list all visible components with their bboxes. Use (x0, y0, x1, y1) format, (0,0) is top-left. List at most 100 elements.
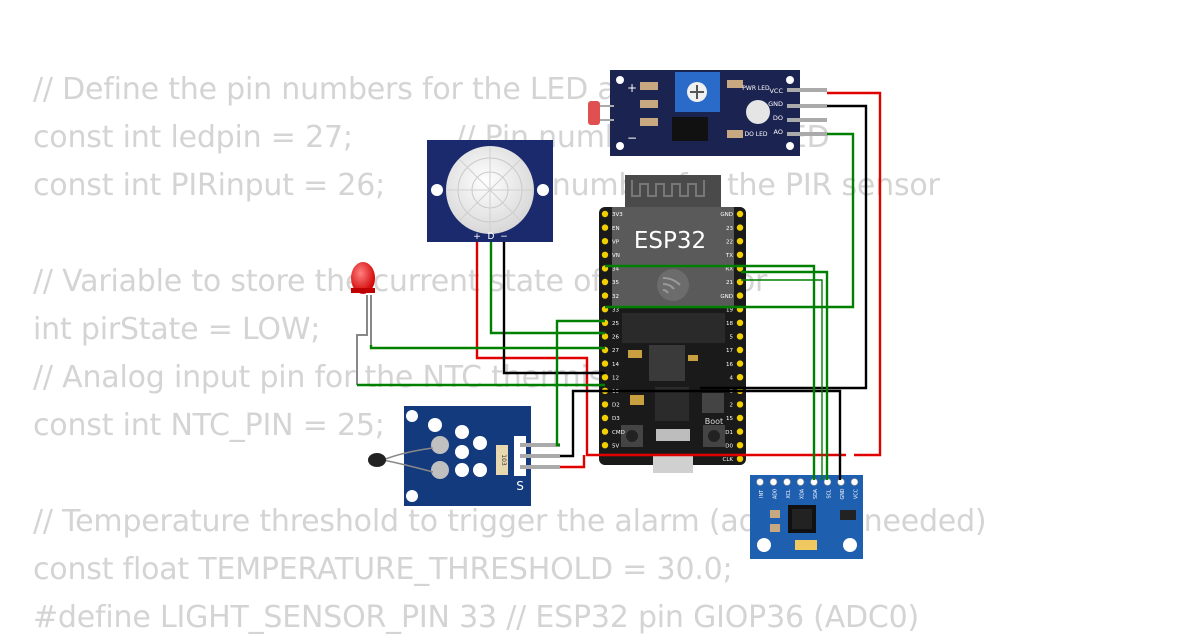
mpu6050-pin-pad[interactable] (796, 478, 805, 486)
esp32-pin-pad[interactable] (736, 251, 744, 258)
mpu6050-pin-pad[interactable] (756, 478, 764, 486)
esp32-board[interactable]: ESP32 Boot (599, 175, 746, 473)
esp32-pin-pad[interactable] (601, 238, 609, 245)
esp32-pin-label: D0 (725, 443, 733, 449)
esp32-pin-label: D1 (725, 430, 733, 436)
wire-ldr-vcc (827, 91, 882, 457)
esp32-pin-pad[interactable] (601, 360, 609, 367)
esp32-pin-label: CMD (612, 430, 625, 436)
ldr-pin-label: DO (773, 114, 783, 122)
wire-mpu-scl (741, 270, 829, 480)
mpu6050-pin-label: XCL (786, 489, 792, 498)
esp32-pin-label: 23 (726, 226, 733, 232)
esp32-pin-label: 33 (612, 307, 619, 313)
esp32-pin-pad[interactable] (736, 374, 744, 381)
esp32-pin-label: 3V3 (612, 212, 623, 218)
esp32-pin-pad[interactable] (736, 238, 744, 245)
esp32-pin-label: 15 (726, 416, 733, 422)
mpu6050-pin-label: AD0 (773, 489, 779, 499)
mpu6050-pin-pad[interactable] (783, 478, 791, 486)
esp32-pin-label: D3 (612, 416, 620, 422)
ldr-pin-label: AO (774, 128, 783, 136)
esp32-pin-label: 4 (730, 375, 734, 381)
wire-ntc-gnd (560, 389, 842, 480)
pir-pin-label: D (488, 232, 495, 242)
mpu6050-pin-pad[interactable] (850, 478, 859, 486)
code-line: const float TEMPERATURE_THRESHOLD = 30.0… (33, 552, 733, 587)
mpu6050-pin-pad[interactable] (769, 478, 778, 486)
esp32-pin-pad[interactable] (736, 210, 744, 218)
esp32-pin-pad[interactable] (601, 401, 609, 408)
esp32-pin-label: GND (720, 212, 733, 218)
mpu6050-pin-label: SDA (813, 488, 819, 499)
esp32-pin-label: 21 (726, 280, 733, 286)
wire-ntc-signal (555, 319, 605, 447)
ldr-plus-label: + (627, 81, 637, 95)
esp32-pin-label: GND (720, 294, 733, 300)
pir-pin-labels: + D− (473, 232, 508, 242)
espressif-logo-icon (657, 269, 689, 301)
esp32-pin-pad[interactable] (736, 333, 744, 340)
esp32-pin-pad[interactable] (601, 251, 609, 258)
esp32-pin-pad[interactable] (736, 292, 744, 299)
mpu6050-pin-label: SCL (827, 489, 833, 498)
wire-ntc-vcc (560, 455, 586, 469)
esp32-pin-pad[interactable] (601, 428, 609, 435)
wire-mpu-sda (605, 264, 816, 480)
esp32-pin-pad[interactable] (601, 210, 609, 218)
esp32-pin-pad[interactable] (736, 414, 744, 422)
pir-motion-sensor[interactable] (427, 140, 553, 242)
esp32-pin-pad[interactable] (736, 442, 744, 449)
esp32-pin-label: D2 (612, 403, 620, 409)
esp32-pin-pad[interactable] (601, 224, 609, 231)
red-led[interactable] (351, 262, 375, 385)
esp32-pin-label: EN (612, 226, 620, 232)
esp32-pin-label: CLK (722, 457, 733, 463)
ntc-temperature-module[interactable]: 103 S (368, 406, 560, 506)
ntc-resistor-label: 103 (500, 454, 507, 466)
esp32-pin-pad[interactable] (736, 224, 744, 231)
esp32-pin-pad[interactable] (736, 428, 744, 435)
pir-pin-label: − (500, 232, 508, 242)
ldr-minus-label: − (627, 131, 637, 145)
esp32-pin-label: 34 (612, 267, 619, 273)
esp32-pin-label: 17 (726, 348, 733, 354)
esp32-pin-pad[interactable] (601, 278, 609, 286)
esp32-pin-label: 26 (612, 335, 619, 341)
esp32-pin-pad[interactable] (601, 442, 609, 449)
esp32-pin-label: VP (612, 239, 620, 245)
ldr-pin-label: GND (768, 100, 783, 108)
wire-pir-gnd (502, 242, 605, 375)
esp32-pin-pad[interactable] (736, 455, 744, 462)
esp32-pin-pad[interactable] (736, 319, 744, 326)
esp32-pin-label: RX (725, 267, 733, 273)
mpu6050-module[interactable] (750, 475, 863, 559)
ntc-pin-label: S (516, 479, 524, 493)
mpu6050-pin-label: XDA (800, 488, 806, 499)
code-line: #define LIGHT_SENSOR_PIN 33 // ESP32 pin… (33, 600, 920, 635)
esp32-pin-label: 35 (612, 280, 619, 286)
esp32-pin-label: 32 (612, 294, 619, 300)
esp32-pin-pad[interactable] (736, 360, 744, 367)
ldr-light-sensor-module[interactable]: PWR LED DO LED + − (588, 70, 827, 156)
wires (357, 91, 882, 480)
esp32-pin-label: 5 (730, 335, 734, 341)
esp32-pin-pad[interactable] (736, 346, 744, 354)
esp32-pin-label: TX (725, 253, 733, 259)
esp32-pin-pad[interactable] (601, 292, 609, 299)
esp32-pin-pad[interactable] (601, 374, 609, 381)
esp32-pin-pad[interactable] (601, 333, 609, 340)
esp32-pin-pad[interactable] (736, 401, 744, 408)
esp32-pin-label: 14 (612, 362, 619, 368)
wire-led-anode (369, 345, 605, 350)
esp32-pin-label: 27 (612, 348, 619, 354)
wire-pir-vcc (475, 242, 846, 457)
wire-mpu-gnd (741, 279, 823, 480)
esp32-pin-pad[interactable] (601, 414, 609, 422)
esp32-pin-label: 22 (726, 239, 733, 245)
pir-pin-label: + (473, 232, 481, 242)
ldr-pin-label: VCC (769, 87, 783, 95)
mpu6050-pin-label: VCC (854, 488, 860, 499)
mpu6050-pin-label: GND (840, 488, 846, 499)
wire-pir-data (489, 242, 605, 335)
